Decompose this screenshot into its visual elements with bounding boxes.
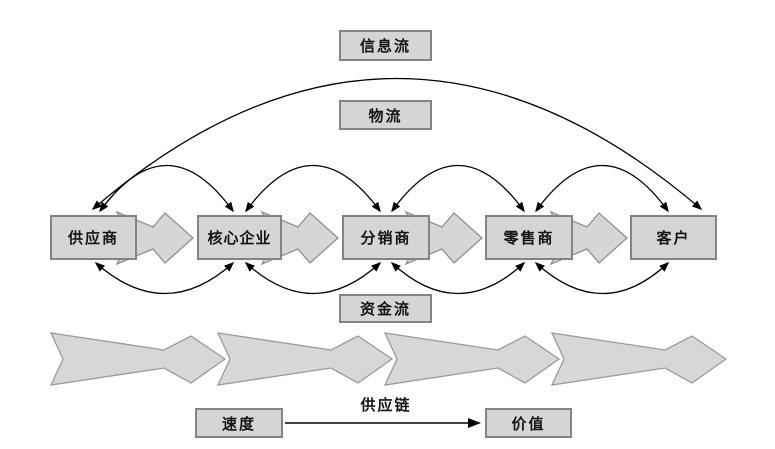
logistics-arc-4	[535, 164, 669, 213]
logistics-arc-3	[391, 164, 525, 213]
logistics-flow-label: 物流	[339, 100, 432, 130]
capital-arc-4	[534, 261, 670, 294]
node-distributor: 分销商	[342, 215, 430, 260]
chain-arrow-icon-2	[216, 332, 394, 386]
value-box: 价值	[485, 408, 572, 438]
capital-arc-3	[390, 261, 526, 294]
chain-arrow-icon-1	[49, 332, 227, 386]
supply-chain-caption: 供应链	[360, 397, 412, 414]
node-core-enterprise: 核心企业	[197, 215, 282, 260]
capital-arc-2	[244, 261, 382, 294]
capital-arc-1	[94, 261, 235, 294]
speed-box: 速度	[195, 408, 283, 438]
information-flow-arc	[91, 77, 703, 210]
node-customer: 客户	[630, 215, 717, 260]
node-supplier: 供应商	[50, 215, 137, 260]
information-flow-label: 信息流	[339, 30, 432, 61]
node-retailer: 零售商	[485, 215, 573, 260]
logistics-arc-1	[99, 164, 234, 213]
logistics-arc-2	[245, 164, 381, 213]
chain-arrow-icon-3	[383, 332, 561, 386]
capital-flow-label: 资金流	[339, 294, 432, 323]
chain-arrow-icon-4	[550, 332, 728, 386]
